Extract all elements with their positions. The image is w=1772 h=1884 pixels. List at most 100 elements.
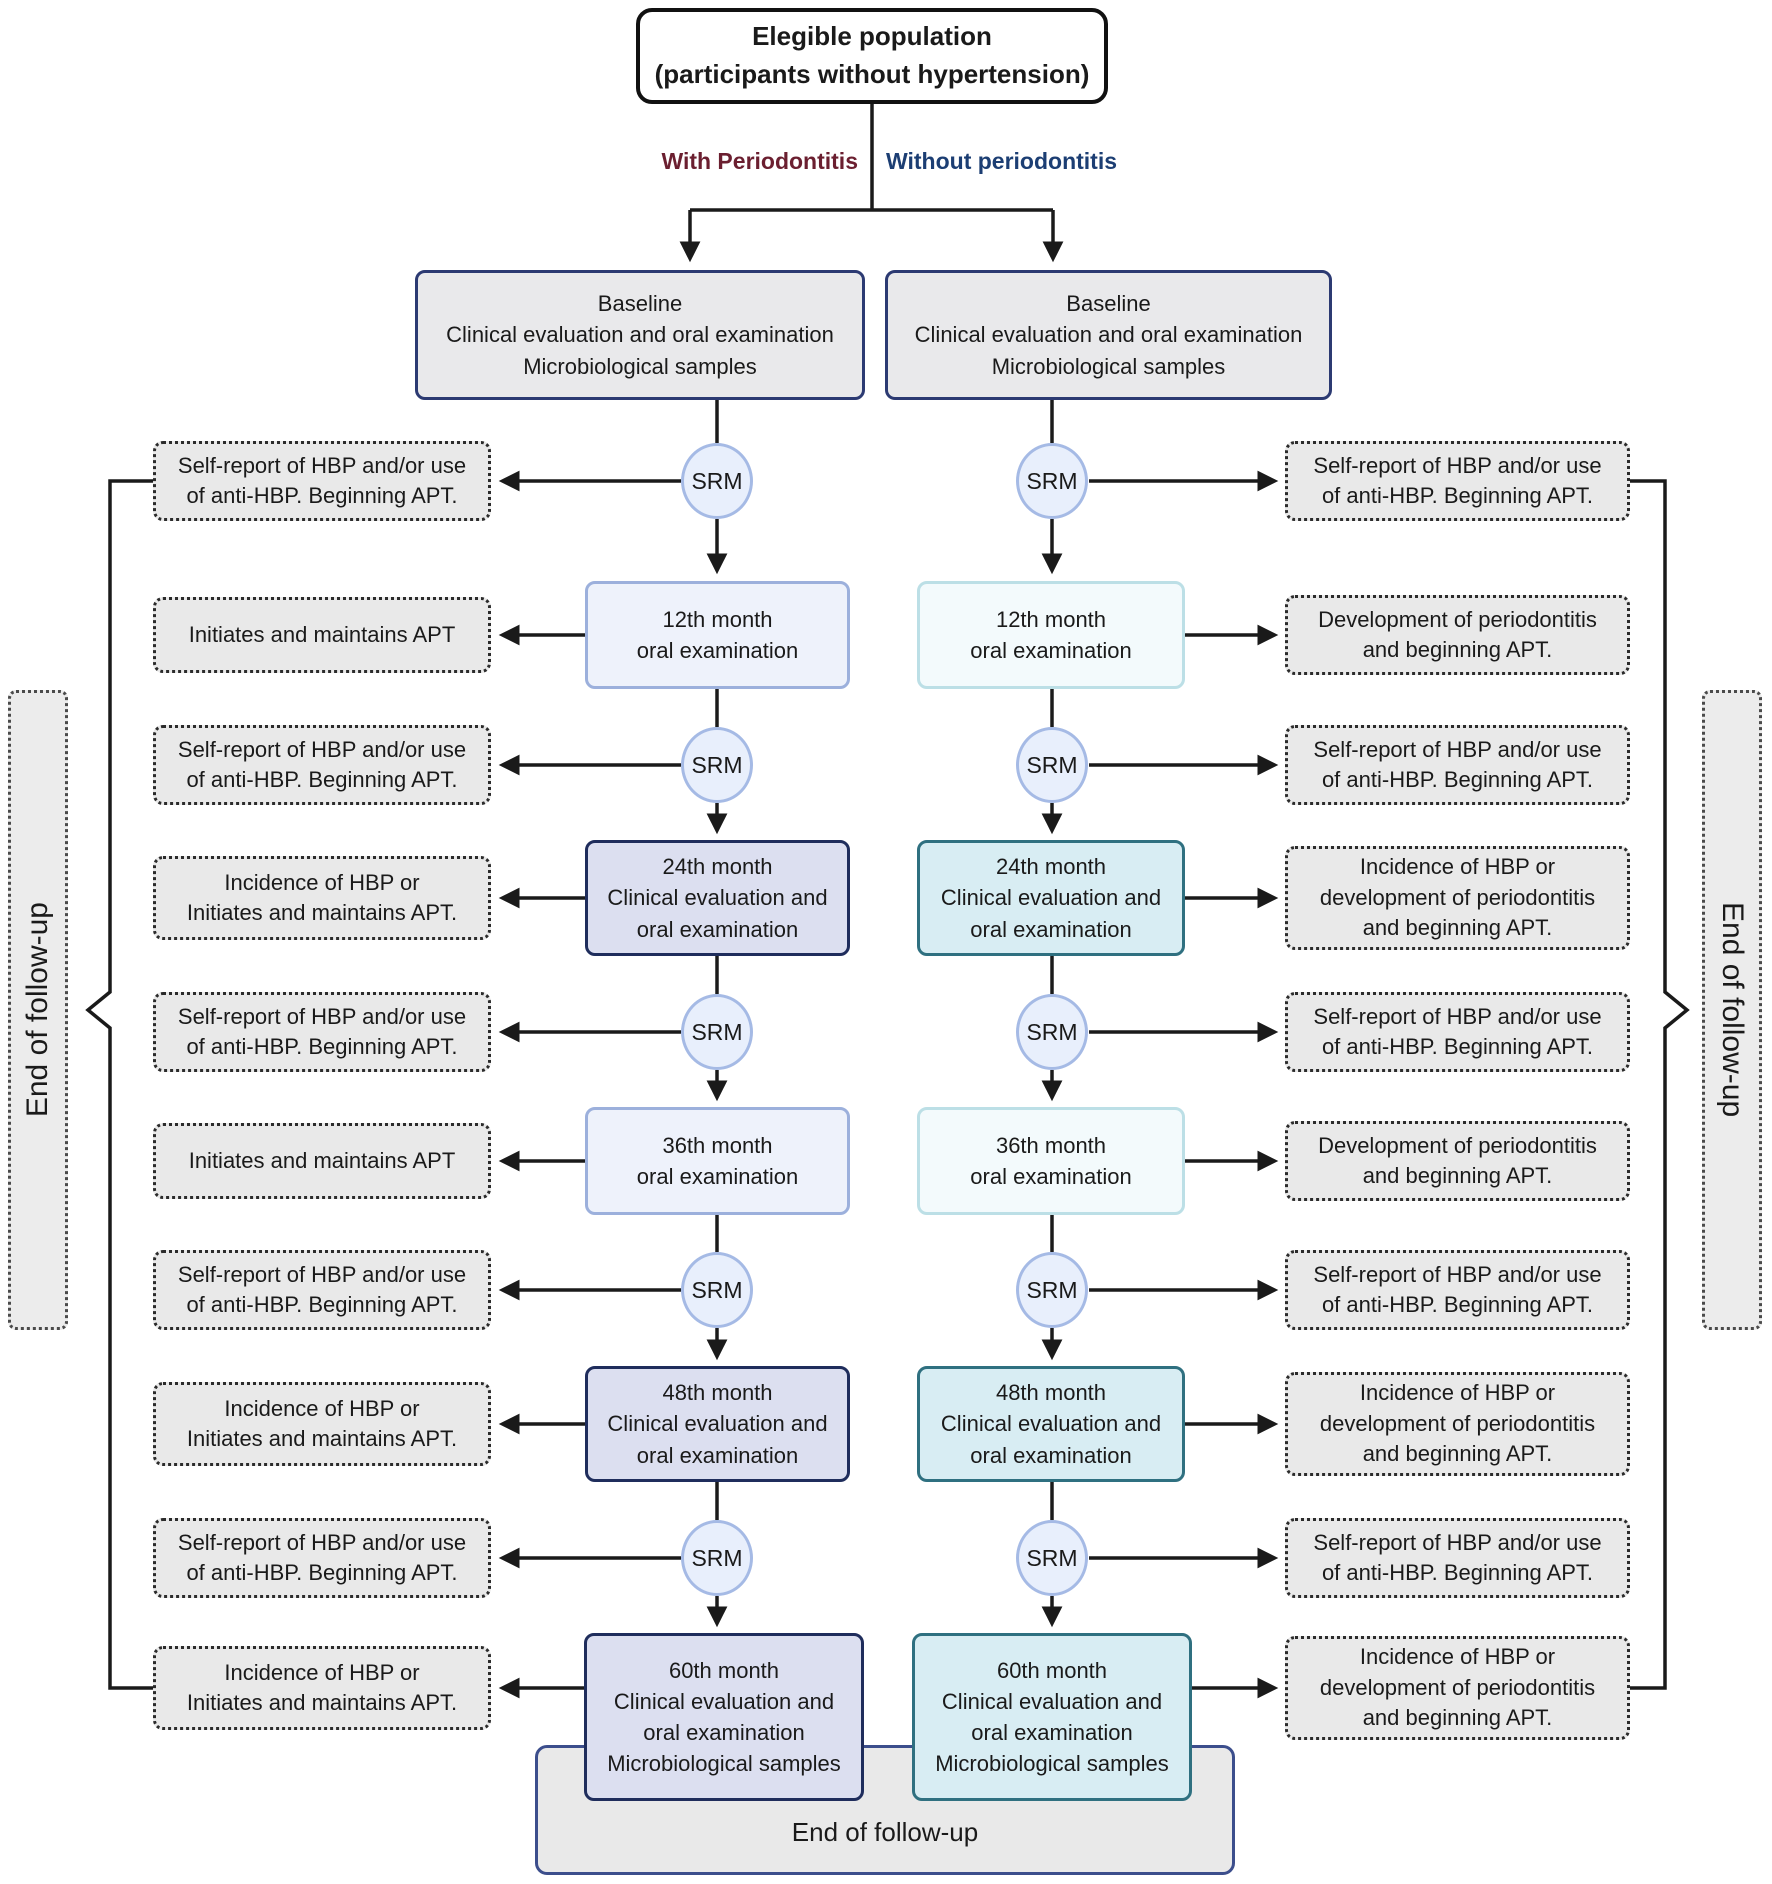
month12-box-left: 12th month oral examination bbox=[585, 581, 850, 689]
box-line: 24th month bbox=[995, 854, 1107, 880]
note-line: development of periodontitis bbox=[1319, 884, 1596, 910]
note-self-report: Self-report of HBP and/or use of anti-HB… bbox=[153, 1518, 491, 1598]
month60-box-right: 60th month Clinical evaluation and oral … bbox=[912, 1633, 1192, 1801]
note-line: and beginning APT. bbox=[1362, 1705, 1553, 1731]
note-line: Incidence of HBP or bbox=[224, 869, 420, 895]
note-self-report: Self-report of HBP and/or use of anti-HB… bbox=[1285, 725, 1630, 805]
note-line: and beginning APT. bbox=[1362, 915, 1553, 941]
note-self-report: Self-report of HBP and/or use of anti-HB… bbox=[1285, 441, 1630, 521]
note-line: Self-report of HBP and/or use bbox=[177, 1529, 467, 1555]
note-line: and beginning APT. bbox=[1362, 637, 1553, 662]
note-self-report: Self-report of HBP and/or use of anti-HB… bbox=[1285, 1518, 1630, 1598]
srm-circle: SRM bbox=[681, 994, 753, 1070]
srm-circle: SRM bbox=[1016, 443, 1088, 519]
note-line: Self-report of HBP and/or use bbox=[1313, 736, 1602, 762]
note-line: Development of periodontitis bbox=[1318, 606, 1597, 632]
note-line: of anti-HBP. Beginning APT. bbox=[186, 1292, 458, 1317]
note-line: Self-report of HBP and/or use bbox=[1313, 1003, 1602, 1029]
note-self-report: Self-report of HBP and/or use of anti-HB… bbox=[153, 1250, 491, 1330]
month48-box-left: 48th month Clinical evaluation and oral … bbox=[585, 1366, 850, 1482]
srm-text: SRM bbox=[1026, 467, 1078, 494]
srm-text: SRM bbox=[1026, 1276, 1078, 1303]
note-line: Initiates and maintains APT bbox=[188, 1147, 456, 1173]
srm-circle: SRM bbox=[1016, 1520, 1088, 1596]
box-line: oral examination bbox=[636, 638, 799, 663]
srm-text: SRM bbox=[691, 467, 743, 494]
title-line-2: (participants without hypertension) bbox=[654, 59, 1090, 89]
box-line: oral examination bbox=[636, 1442, 799, 1468]
box-line: 60th month bbox=[996, 1657, 1108, 1683]
box-line: 12th month bbox=[662, 606, 773, 632]
note-development: Development of periodontitis and beginni… bbox=[1285, 1121, 1630, 1201]
eligible-population-box: Elegible population (participants withou… bbox=[636, 8, 1108, 104]
box-line: 60th month bbox=[668, 1657, 780, 1683]
srm-text: SRM bbox=[691, 1544, 743, 1571]
note-incidence-left: Incidence of HBP or Initiates and mainta… bbox=[153, 1382, 491, 1466]
note-initiates-apt: Initiates and maintains APT bbox=[153, 597, 491, 673]
note-line: of anti-HBP. Beginning APT. bbox=[1321, 1034, 1594, 1059]
month24-box-left: 24th month Clinical evaluation and oral … bbox=[585, 840, 850, 956]
baseline-line: Microbiological samples bbox=[523, 353, 757, 379]
month60-box-left: 60th month Clinical evaluation and oral … bbox=[584, 1633, 864, 1801]
note-line: of anti-HBP. Beginning APT. bbox=[186, 483, 458, 508]
srm-circle: SRM bbox=[681, 443, 753, 519]
box-line: 36th month bbox=[662, 1132, 773, 1158]
srm-circle: SRM bbox=[1016, 727, 1088, 803]
note-line: Development of periodontitis bbox=[1318, 1132, 1597, 1158]
note-line: Initiates and maintains APT. bbox=[186, 1690, 458, 1715]
note-line: of anti-HBP. Beginning APT. bbox=[1321, 1292, 1594, 1317]
note-line: Incidence of HBP or bbox=[224, 1659, 420, 1685]
box-line: oral examination bbox=[970, 916, 1132, 942]
note-development: Development of periodontitis and beginni… bbox=[1285, 595, 1630, 675]
box-line: oral examination bbox=[636, 916, 799, 942]
note-self-report: Self-report of HBP and/or use of anti-HB… bbox=[153, 441, 491, 521]
note-line: Self-report of HBP and/or use bbox=[1313, 1261, 1602, 1287]
note-incidence-right: Incidence of HBP or development of perio… bbox=[1285, 1636, 1630, 1740]
note-line: of anti-HBP. Beginning APT. bbox=[1321, 483, 1594, 508]
box-line: Clinical evaluation and bbox=[941, 1688, 1163, 1714]
srm-text: SRM bbox=[1026, 1018, 1078, 1045]
box-line: Clinical evaluation and bbox=[940, 1411, 1162, 1437]
left-bracket bbox=[85, 479, 153, 1690]
note-line: Self-report of HBP and/or use bbox=[177, 1261, 467, 1287]
note-line: development of periodontitis bbox=[1319, 1674, 1596, 1700]
box-line: 48th month bbox=[995, 1380, 1107, 1406]
with-periodontitis-label: With Periodontitis bbox=[661, 148, 858, 174]
srm-circle: SRM bbox=[681, 1252, 753, 1328]
baseline-line: Baseline bbox=[597, 291, 683, 317]
month36-box-left: 36th month oral examination bbox=[585, 1107, 850, 1215]
box-line: Clinical evaluation and bbox=[940, 885, 1162, 911]
title-line-1: Elegible population bbox=[752, 21, 992, 52]
note-line: development of periodontitis bbox=[1319, 1410, 1596, 1436]
srm-text: SRM bbox=[691, 751, 743, 778]
srm-circle: SRM bbox=[681, 1520, 753, 1596]
box-line: oral examination bbox=[636, 1164, 799, 1189]
month48-box-right: 48th month Clinical evaluation and oral … bbox=[917, 1366, 1185, 1482]
note-line: and beginning APT. bbox=[1362, 1163, 1553, 1188]
box-line: oral examination bbox=[643, 1720, 805, 1745]
baseline-line: Clinical evaluation and oral examination bbox=[914, 322, 1303, 348]
srm-circle: SRM bbox=[681, 727, 753, 803]
month36-box-right: 36th month oral examination bbox=[917, 1107, 1185, 1215]
end-of-follow-up-label-left: End of follow-up bbox=[8, 690, 68, 1330]
note-line: Initiates and maintains APT bbox=[188, 621, 456, 647]
baseline-box-periodontitis: Baseline Clinical evaluation and oral ex… bbox=[415, 270, 865, 400]
srm-text: SRM bbox=[691, 1276, 743, 1303]
baseline-line: Baseline bbox=[1066, 291, 1151, 317]
note-line: Self-report of HBP and/or use bbox=[177, 1003, 467, 1029]
baseline-box-no-periodontitis: Baseline Clinical evaluation and oral ex… bbox=[885, 270, 1332, 400]
note-line: and beginning APT. bbox=[1362, 1441, 1553, 1467]
note-line: Incidence of HBP or bbox=[1359, 854, 1556, 880]
box-line: oral examination bbox=[971, 1720, 1133, 1745]
box-line: 12th month bbox=[995, 606, 1107, 632]
note-line: of anti-HBP. Beginning APT. bbox=[186, 767, 458, 792]
note-incidence-left: Incidence of HBP or Initiates and mainta… bbox=[153, 1646, 491, 1730]
end-of-follow-up-label-right: End of follow-up bbox=[1702, 690, 1762, 1330]
srm-text: SRM bbox=[1026, 1544, 1078, 1571]
end-of-follow-up-text: End of follow-up bbox=[21, 902, 54, 1118]
box-line: Microbiological samples bbox=[607, 1751, 841, 1777]
note-self-report: Self-report of HBP and/or use of anti-HB… bbox=[153, 992, 491, 1072]
srm-text: SRM bbox=[1026, 751, 1078, 778]
box-line: 48th month bbox=[662, 1380, 773, 1406]
srm-circle: SRM bbox=[1016, 1252, 1088, 1328]
